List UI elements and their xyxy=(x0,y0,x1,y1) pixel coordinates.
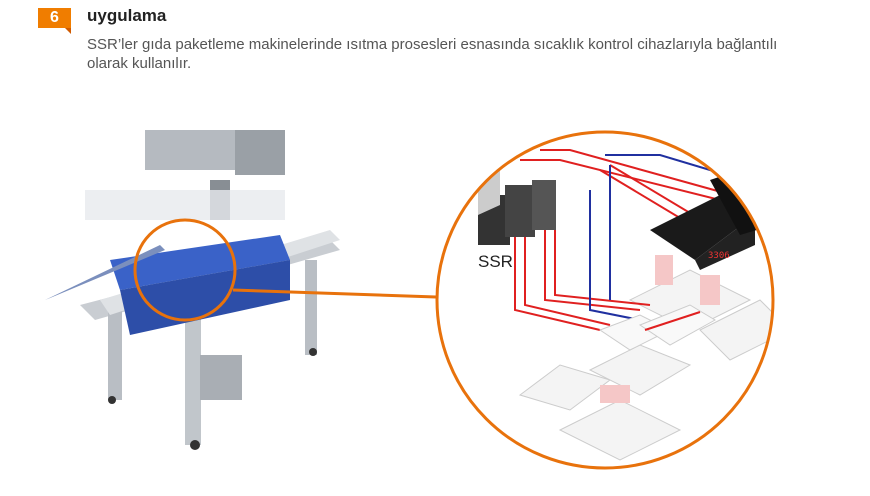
section-description: SSR’ler gıda paketleme makinelerinde ısı… xyxy=(87,36,778,72)
ssr-detail-view: 3306 xyxy=(437,132,773,468)
zoom-connector-line xyxy=(232,288,437,299)
packaging-machine xyxy=(45,130,340,450)
section-title: uygulama xyxy=(87,6,167,25)
controller-display: 3306 xyxy=(708,251,730,261)
zoom-circle xyxy=(435,130,775,470)
ssr-label: SSR xyxy=(478,252,513,271)
section-number-badge: 6 xyxy=(38,8,71,34)
